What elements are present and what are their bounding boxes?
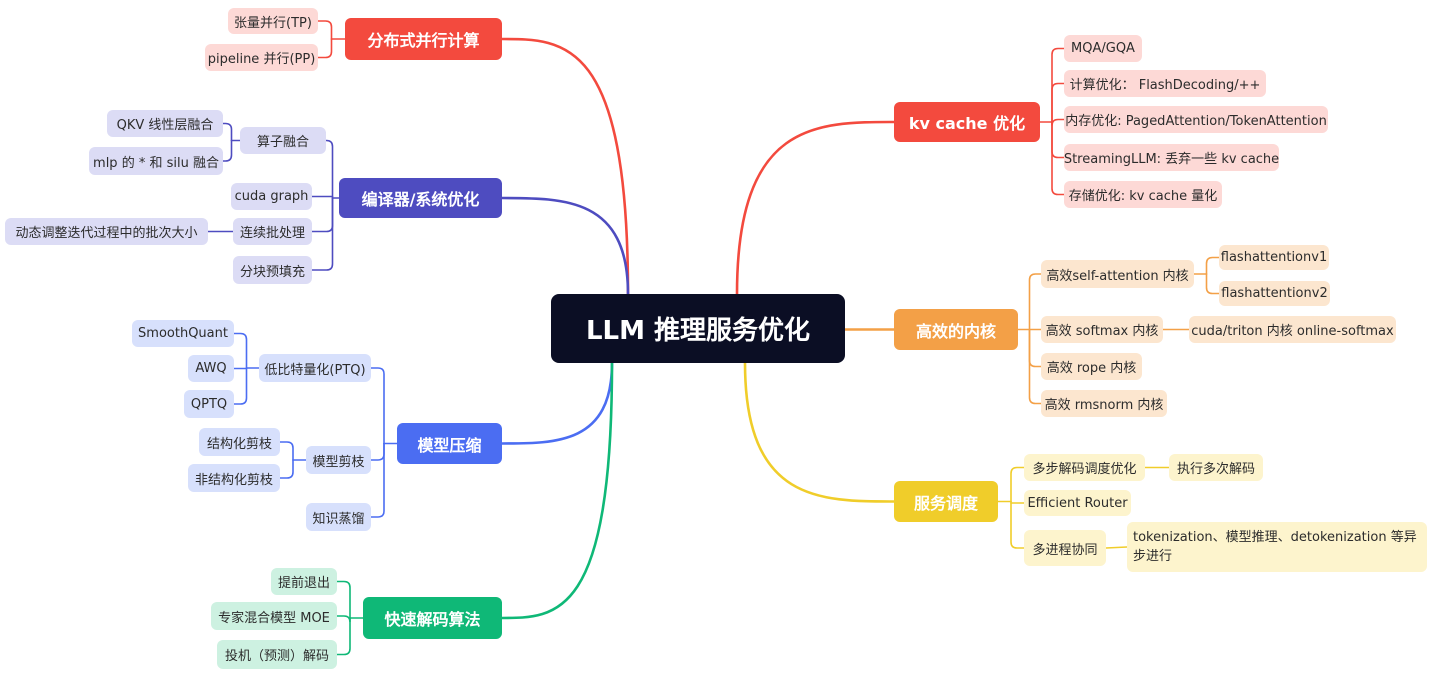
branch-link-dist [500,37,630,296]
link-compiler-0 [325,139,334,199]
node-compress-1[interactable]: 模型剪枝 [306,446,371,474]
node-decode-0[interactable]: 提前退出 [271,568,337,595]
branch-link-compress [500,361,614,445]
link-kv-1 [1051,82,1065,123]
node-sched-2-0[interactable]: tokenization、模型推理、detokenization 等异步进行 [1127,522,1427,572]
link-dist-0 [317,20,333,40]
branch-link-decode [500,361,614,620]
node-compiler-1[interactable]: cuda graph [231,183,312,210]
branch-compiler[interactable]: 编译器/系统优化 [339,178,502,218]
node-sched-0-0[interactable]: 执行多次解码 [1169,454,1263,481]
node-compress-0[interactable]: 低比特量化(PTQ) [259,354,371,382]
node-dist-0[interactable]: 张量并行(TP) [228,8,318,34]
link-kernel-0 [1028,273,1042,331]
node-kv-3[interactable]: StreamingLLM: 丢弃一些 kv cache [1064,144,1279,171]
link-kv-4 [1051,121,1065,196]
node-kernel-0-0[interactable]: flashattentionv1 [1219,245,1329,270]
link-compress-1-0 [279,441,294,461]
node-compress-2[interactable]: 知识蒸馏 [306,503,371,531]
node-sched-2[interactable]: 多进程协同 [1024,530,1106,566]
node-kernel-1[interactable]: 高效 softmax 内核 [1041,316,1163,343]
branch-link-compiler [500,196,630,296]
node-compiler-0-1[interactable]: mlp 的 * 和 silu 融合 [89,147,223,175]
link-compiler-0-1 [222,139,233,162]
link-kernel-0-0 [1205,256,1220,275]
link-compress-1 [370,442,385,461]
link-sched-0 [1010,466,1025,503]
node-sched-1[interactable]: Efficient Router [1024,490,1131,516]
node-dist-1[interactable]: pipeline 并行(PP) [205,44,318,71]
branch-kv[interactable]: kv cache 优化 [894,102,1040,142]
node-compiler-0-0[interactable]: QKV 线性层融合 [107,110,223,137]
node-compiler-3[interactable]: 分块预填充 [233,256,312,284]
node-compiler-2-0[interactable]: 动态调整迭代过程中的批次大小 [5,218,208,245]
root-node[interactable]: LLM 推理服务优化 [551,294,845,363]
node-decode-1[interactable]: 专家混合模型 MOE [211,602,337,630]
node-compress-0-0[interactable]: SmoothQuant [132,320,234,347]
node-sched-0[interactable]: 多步解码调度优化 [1024,454,1145,481]
link-kernel-0-1 [1205,273,1220,295]
node-compress-0-1[interactable]: AWQ [188,355,234,382]
node-compiler-2[interactable]: 连续批处理 [233,218,312,245]
node-kv-0[interactable]: MQA/GQA [1064,35,1142,62]
link-sched-2 [1105,546,1128,549]
link-sched-2 [1010,500,1025,549]
node-kv-1[interactable]: 计算优化： FlashDecoding/++ [1064,70,1266,97]
link-kv-2 [1051,118,1065,126]
link-compress-1-1 [279,459,294,479]
link-decode-1 [336,615,351,623]
branch-sched[interactable]: 服务调度 [894,481,998,522]
link-kv-0 [1051,47,1065,123]
link-compress-2 [370,442,385,518]
branch-compress[interactable]: 模型压缩 [397,423,502,464]
node-compress-1-1[interactable]: 非结构化剪枝 [188,464,280,492]
node-kv-2[interactable]: 内存优化: PagedAttention/TokenAttention [1064,106,1328,133]
node-compress-0-2[interactable]: QPTQ [184,390,234,418]
node-decode-2[interactable]: 投机（预测）解码 [217,640,337,669]
branch-decode[interactable]: 快速解码算法 [363,597,502,639]
link-compress-0-0 [233,332,248,369]
link-decode-0 [336,580,351,619]
link-compiler-2 [311,197,334,233]
link-dist-1 [317,38,333,59]
link-compress-0 [370,367,385,445]
link-decode-2 [336,617,351,656]
branch-link-kv [735,120,896,296]
branch-dist[interactable]: 分布式并行计算 [345,18,502,60]
node-kernel-3[interactable]: 高效 rmsnorm 内核 [1041,390,1167,417]
link-compiler-0-0 [222,122,233,142]
node-kernel-2[interactable]: 高效 rope 内核 [1041,353,1142,380]
link-compress-0-2 [233,367,248,405]
link-compiler-3 [311,197,334,271]
node-kernel-0-1[interactable]: flashattentionv2 [1219,281,1330,306]
link-kv-3 [1051,121,1065,159]
link-kernel-2 [1028,328,1042,368]
link-kernel-3 [1028,328,1042,405]
node-kv-4[interactable]: 存储优化: kv cache 量化 [1064,181,1222,208]
branch-kernel[interactable]: 高效的内核 [894,309,1018,350]
node-kernel-1-0[interactable]: cuda/triton 内核 online-softmax [1189,316,1396,343]
node-compress-1-0[interactable]: 结构化剪枝 [199,428,280,456]
node-compiler-0[interactable]: 算子融合 [240,127,326,154]
branch-link-sched [743,361,896,503]
node-kernel-0[interactable]: 高效self-attention 内核 [1041,260,1194,288]
